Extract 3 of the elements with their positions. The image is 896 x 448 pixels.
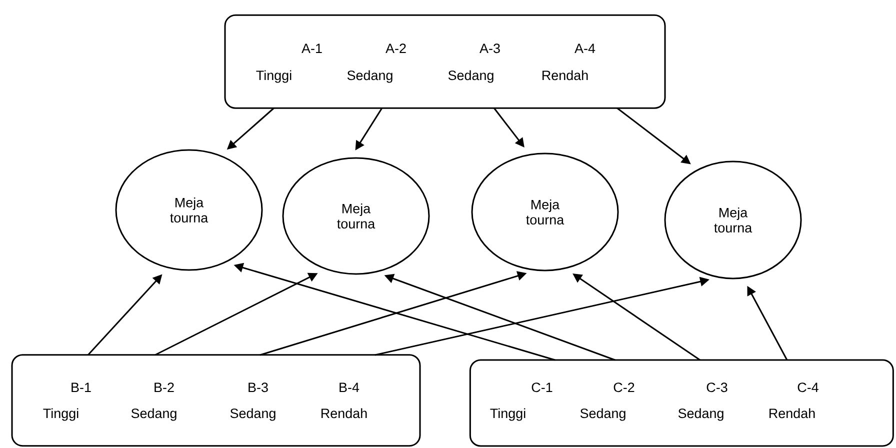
group-box: A-1 A-2 A-3 A-4 Tinggi Sedang Sedang Rendah [224, 14, 666, 109]
group-box: B-1 B-2 B-3 B-4 Tinggi Sedang Sedang Rendah [11, 354, 421, 447]
group-box: C-1 C-2 C-3 C-4 Tinggi Sedang Sedang Rendah [469, 359, 894, 447]
